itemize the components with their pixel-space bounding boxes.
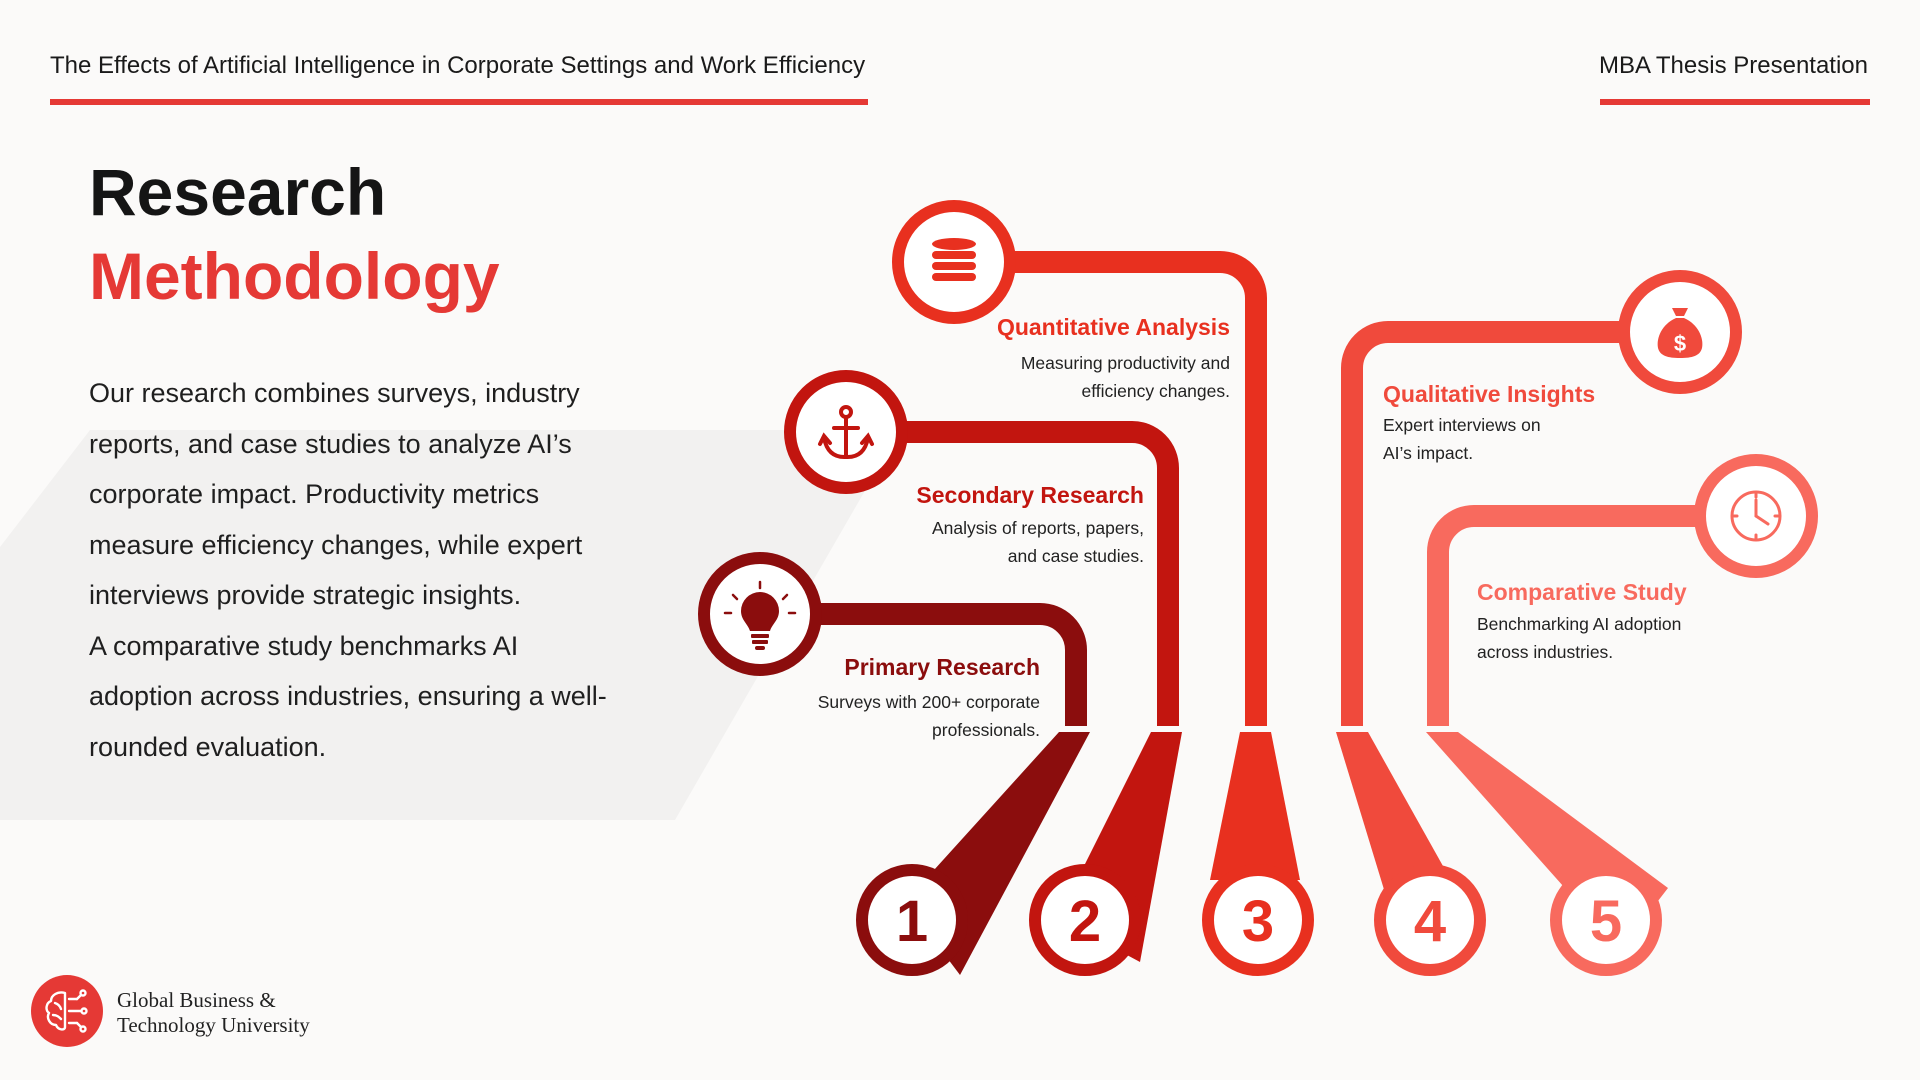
step-2-branch — [784, 370, 1182, 976]
body-line: reports, and case studies to analyze AI’… — [89, 428, 572, 459]
step-4-desc-line: Expert interviews on — [1383, 415, 1541, 435]
step-3-description: Measuring productivity and efficiency ch… — [1021, 349, 1230, 405]
step-3-desc-line: efficiency changes. — [1081, 381, 1230, 401]
step-3-branch — [892, 200, 1314, 976]
step-3-number-ring — [1202, 864, 1314, 976]
step-3-wedge — [1210, 732, 1300, 880]
step-4-branch: $ — [1336, 270, 1742, 976]
body-line: Our research combines surveys, industry — [89, 378, 580, 408]
step-1-description: Surveys with 200+ corporate professional… — [818, 688, 1040, 744]
step-5-desc-line: across industries. — [1477, 642, 1614, 662]
step-2-number-ring — [1029, 864, 1141, 976]
step-2-desc-line: and case studies. — [1007, 546, 1144, 566]
body-line: rounded evaluation. — [89, 731, 327, 762]
step-5-number-ring — [1550, 864, 1662, 976]
anchor-icon — [818, 405, 874, 460]
step-5-title: Comparative Study — [1477, 579, 1687, 605]
university-name-line-1: Global Business & — [117, 988, 276, 1012]
step-4-number-ring — [1374, 864, 1486, 976]
step-1-desc-line: professionals. — [932, 720, 1040, 740]
brain-circuit-icon — [45, 989, 88, 1033]
clock-icon — [1730, 490, 1782, 542]
university-name: Global Business & Technology University — [117, 988, 310, 1038]
step-1-number: 1 — [896, 889, 928, 954]
step-1-number-ring — [856, 864, 968, 976]
title-line-methodology: Methodology — [89, 239, 500, 313]
step-1-title: Primary Research — [844, 654, 1040, 680]
step-2-description: Analysis of reports, papers, and case st… — [932, 514, 1144, 570]
step-1-connector — [760, 603, 1087, 726]
step-2-title: Secondary Research — [916, 482, 1144, 508]
step-1-desc-line: Surveys with 200+ corporate — [817, 692, 1040, 712]
title-line-research: Research — [89, 155, 387, 229]
step-4-connector — [1341, 321, 1680, 726]
body-line: measure efficiency changes, while expert — [89, 529, 583, 560]
svg-text:$: $ — [1674, 331, 1686, 356]
step-5-connector — [1427, 505, 1756, 726]
body-line: A comparative study benchmarks AI — [89, 630, 519, 661]
step-3-title: Quantitative Analysis — [996, 314, 1230, 340]
body-line: adoption across industries, ensuring a w… — [89, 681, 607, 711]
step-4-title: Qualitative Insights — [1383, 381, 1596, 407]
step-5-desc-line: Benchmarking AI adoption — [1477, 614, 1682, 634]
step-4-desc-line: AI’s impact. — [1383, 443, 1474, 463]
body-line: interviews provide strategic insights. — [89, 580, 522, 610]
university-name-line-2: Technology University — [117, 1013, 310, 1037]
lightbulb-icon — [723, 580, 797, 650]
header-rule-right — [1600, 99, 1870, 105]
money-bag-icon: $ — [1657, 308, 1703, 358]
step-5-description: Benchmarking AI adoption across industri… — [1477, 610, 1681, 666]
step-5-number: 5 — [1590, 889, 1622, 954]
body-line: corporate impact. Productivity metrics — [89, 479, 540, 509]
step-2-number: 2 — [1069, 889, 1101, 954]
presentation-tag: MBA Thesis Presentation — [1598, 52, 1868, 79]
step-2-desc-line: Analysis of reports, papers, — [931, 518, 1144, 538]
step-2-connector — [846, 421, 1179, 726]
slide-title: Research Methodology — [89, 150, 500, 318]
step-3-desc-line: Measuring productivity and — [1020, 353, 1230, 373]
database-icon — [932, 238, 976, 281]
body-paragraph: Our research combines surveys, industry … — [89, 368, 649, 772]
step-3-number: 3 — [1242, 889, 1274, 954]
step-4-number: 4 — [1414, 889, 1446, 954]
step-1-branch — [698, 552, 1090, 976]
header-rule-left — [50, 99, 868, 105]
university-logo — [31, 975, 103, 1047]
step-3-connector — [954, 251, 1267, 726]
step-5-branch — [1426, 454, 1818, 976]
step-4-description: Expert interviews on AI’s impact. — [1383, 411, 1541, 467]
presentation-title: The Effects of Artificial Intelligence i… — [50, 52, 866, 79]
